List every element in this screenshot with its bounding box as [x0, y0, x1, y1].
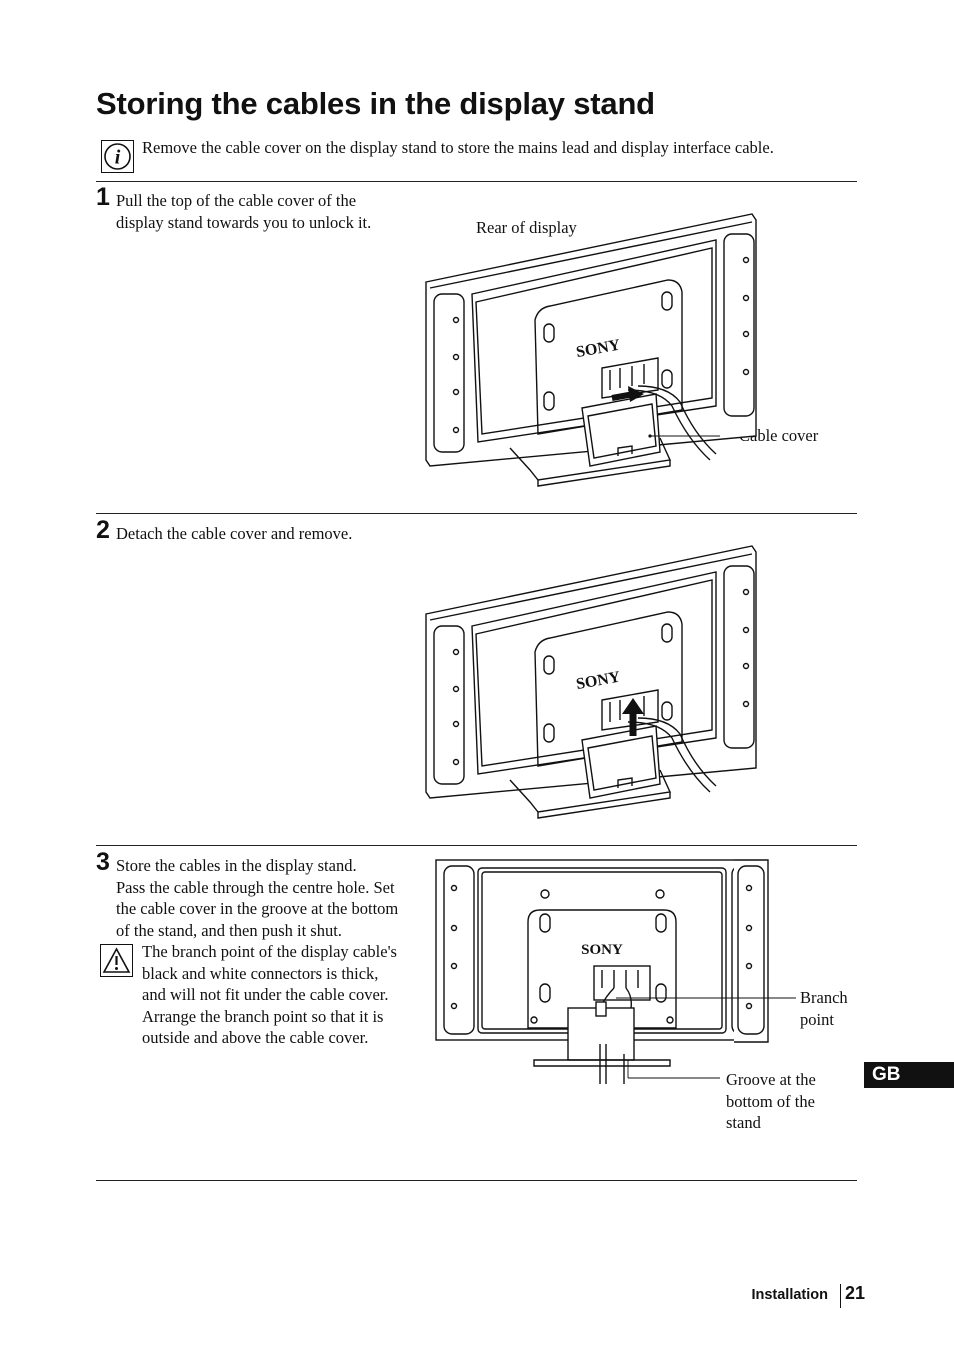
- footer-divider: [840, 1284, 841, 1308]
- text-line: Groove at the: [726, 1070, 816, 1089]
- text-line: and will not fit under the cable cover.: [142, 985, 389, 1004]
- step-2-text: Detach the cable cover and remove.: [116, 523, 416, 545]
- step-number: 1: [96, 183, 110, 211]
- cable-cover-label: Cable cover: [739, 426, 819, 445]
- text-line: black and white connectors is thick,: [142, 963, 379, 983]
- divider: [96, 513, 857, 514]
- svg-text:i: i: [115, 147, 121, 169]
- text-line: stand: [726, 1113, 761, 1132]
- text-line: of the stand, and then push it shut.: [116, 920, 342, 940]
- divider: [96, 181, 857, 182]
- divider: [96, 845, 857, 846]
- step-1-text: Pull the top of the cable cover of the d…: [116, 190, 416, 233]
- page-number: 21: [845, 1283, 866, 1303]
- text-line: the cable cover in the groove at the bot…: [116, 899, 399, 918]
- groove-label: Groove at the bottom of the stand: [726, 1069, 816, 1134]
- text-line: Pull the top of the cable cover of the: [116, 191, 357, 210]
- illustration-3-leader-lines: [616, 997, 796, 1079]
- language-tab: GB: [864, 1062, 954, 1088]
- text-line: bottom of the: [726, 1091, 815, 1111]
- text-line: Arrange the branch point so that it is: [142, 1006, 384, 1026]
- branch-point-label: Branch point: [800, 987, 848, 1030]
- rear-of-display-label: Rear of display: [476, 218, 577, 237]
- info-note: Remove the cable cover on the display st…: [142, 138, 774, 157]
- info-icon: i: [101, 140, 134, 173]
- text-line: Store the cables in the display stand.: [116, 856, 357, 875]
- step-number: 2: [96, 516, 110, 544]
- sony-logo: SONY: [581, 942, 623, 958]
- text-line: point: [800, 1009, 834, 1029]
- illustration-3-side-panel: [734, 859, 769, 1043]
- display-rear-illustration-3: SONY: [435, 859, 734, 1084]
- display-rear-illustration-2: SONY: [425, 545, 757, 819]
- step-number: 3: [96, 848, 110, 876]
- text-line: outside and above the cable cover.: [142, 1028, 369, 1047]
- divider: [96, 1180, 857, 1181]
- footer-section-name: Installation: [751, 1287, 828, 1303]
- text-line: Detach the cable cover and remove.: [116, 524, 353, 543]
- text-line: Pass the cable through the centre hole. …: [116, 877, 395, 897]
- display-rear-illustration-1: SONY: [425, 213, 757, 487]
- step-3-text: Store the cables in the display stand. P…: [116, 855, 426, 941]
- text-line: Branch: [800, 988, 848, 1007]
- text-line: display stand towards you to unlock it.: [116, 212, 372, 232]
- caution-triangle-icon: [100, 944, 133, 977]
- page-title: Storing the cables in the display stand: [96, 86, 655, 121]
- text-line: The branch point of the display cable's: [142, 942, 397, 961]
- caution-text: The branch point of the display cable's …: [142, 941, 432, 1049]
